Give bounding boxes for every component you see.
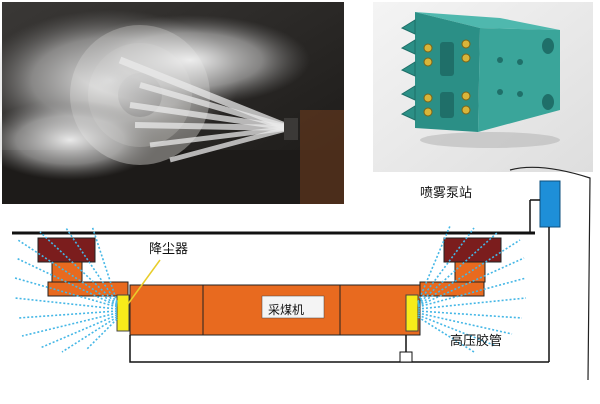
shearer-label: 采煤机 [268, 303, 305, 317]
spray-photo [0, 2, 344, 204]
pump-station-label: 喷雾泵站 [420, 186, 473, 201]
high-pressure-hose-label: 高压胶管 [450, 334, 503, 349]
hose-connector [399, 351, 413, 363]
dust-reducer-model [373, 2, 593, 172]
frame-curve [509, 166, 591, 381]
pump-station-box [539, 180, 561, 228]
left-spray-fan [14, 225, 118, 353]
right-drum [443, 237, 502, 263]
right-dust-reducer [405, 294, 419, 332]
right-spray-fan [417, 225, 527, 353]
left-dust-reducer [116, 294, 130, 332]
right-link [419, 281, 485, 297]
dust-reducer-label: 降尘器 [149, 242, 189, 257]
schematic [12, 166, 591, 381]
left-link [47, 281, 129, 297]
